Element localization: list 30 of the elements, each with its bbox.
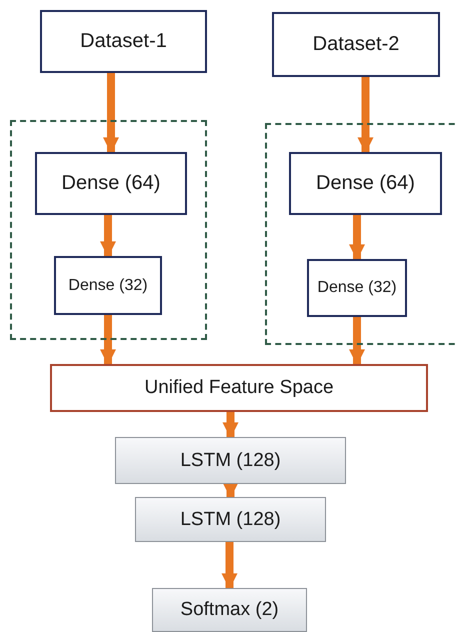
arrow [349, 317, 365, 366]
arrow [358, 77, 374, 154]
dense-layer-box [289, 152, 442, 215]
layer-label: LSTM (128) [180, 508, 281, 530]
dense-layer-box [307, 259, 407, 317]
layer-label: Dataset-1 [80, 30, 167, 53]
layer-label: Unified Feature Space [144, 377, 334, 399]
dashed-group-box [10, 120, 207, 340]
arrow [103, 73, 119, 154]
layer-label: LSTM (128) [180, 450, 281, 472]
layer-label: Dense (64) [62, 172, 160, 195]
arrow [100, 315, 116, 366]
layer-label: Softmax (2) [180, 599, 279, 621]
dense-layer-box [35, 152, 187, 215]
arrow [349, 215, 365, 260]
layer-label: Dataset-2 [312, 33, 400, 56]
arrow [222, 542, 238, 590]
feature-space-box [50, 364, 428, 412]
dataset-box [272, 12, 440, 77]
layer-label: Dense (64) [316, 172, 415, 195]
layer-box [115, 437, 346, 484]
dense-layer-box [54, 256, 162, 315]
layer-box [135, 497, 326, 542]
layer-label: Dense (32) [68, 276, 148, 294]
dataset-box [40, 10, 207, 73]
layer-box [152, 588, 307, 632]
arrow [222, 482, 238, 498]
layer-label: Dense (32) [317, 279, 397, 297]
arrow [100, 215, 116, 258]
arrow [222, 412, 238, 438]
